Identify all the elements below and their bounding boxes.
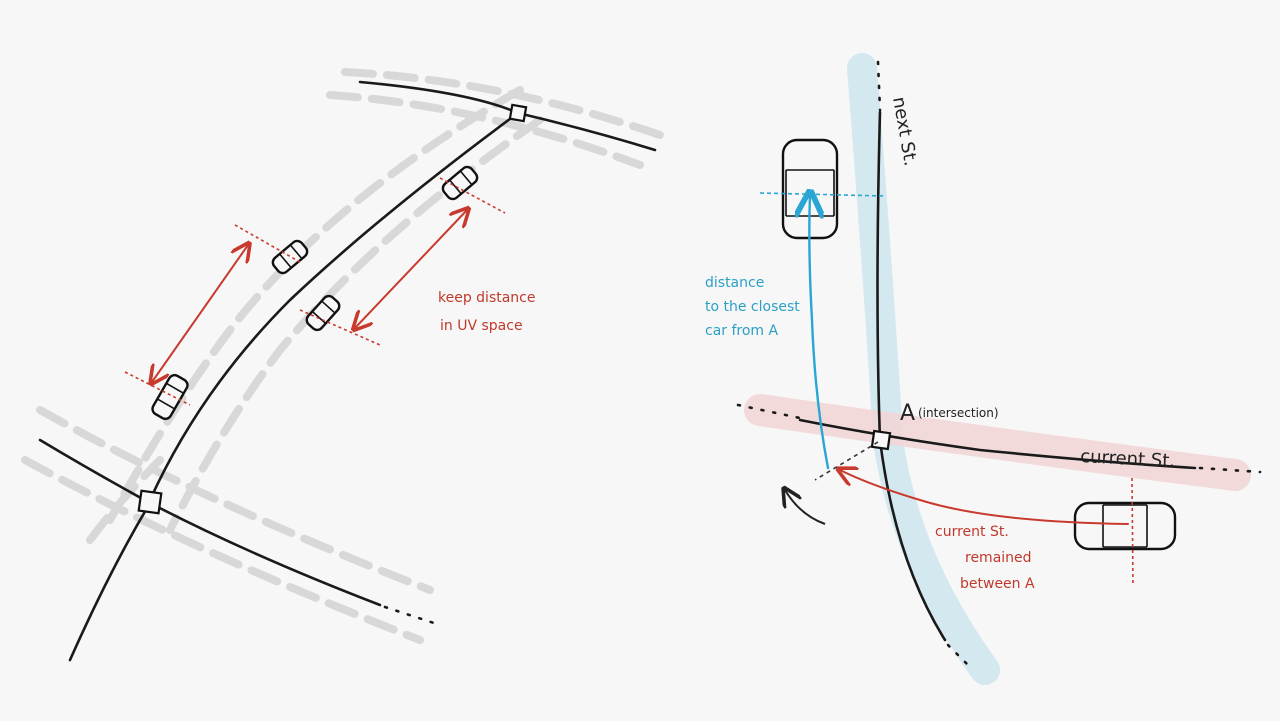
remaining-label-line3: between A xyxy=(960,576,1035,592)
intersection-node xyxy=(508,103,528,123)
road-lower-end xyxy=(383,605,442,627)
intersection-a-node xyxy=(870,429,892,451)
car-icon xyxy=(305,294,341,332)
road-next-street xyxy=(876,110,947,642)
intersection-note: (intersection) xyxy=(918,406,999,420)
road-dots-right xyxy=(1198,466,1262,474)
remaining-label-line2: remained xyxy=(965,550,1032,566)
distance-tick xyxy=(439,177,506,214)
car-icon xyxy=(441,165,479,201)
closest-car-distance-arrow xyxy=(809,195,830,470)
road-down xyxy=(68,501,152,662)
ghost-lane xyxy=(21,456,424,644)
car-icon xyxy=(271,239,309,275)
distance-arrow xyxy=(152,245,248,382)
car-icon xyxy=(1073,501,1177,551)
ghost-lane xyxy=(326,91,644,169)
road-current-street xyxy=(798,418,1197,470)
distance-tick xyxy=(234,224,301,263)
ghost-lane xyxy=(341,68,664,139)
distance-label-line3: car from A xyxy=(705,323,779,339)
left-diagram: keep distance in UV space xyxy=(21,68,664,662)
intersection-a-label: A xyxy=(900,401,915,426)
current-street-label: current St. xyxy=(1080,446,1176,472)
road-dots-top xyxy=(876,60,882,112)
distance-label-line2: to the closest xyxy=(705,299,800,315)
road-dots-bottom xyxy=(946,643,970,667)
turn-direction-arrow xyxy=(785,490,826,525)
distance-tick xyxy=(299,309,381,346)
distance-arrow xyxy=(355,210,467,328)
next-street-label: next St. xyxy=(888,95,921,167)
distance-label-line1: distance xyxy=(705,275,764,291)
ghost-lane xyxy=(36,406,434,594)
remaining-distance-arrow xyxy=(840,470,1129,525)
intersection-node xyxy=(137,489,163,515)
annotation-uv-space: in UV space xyxy=(440,318,523,334)
road-curve xyxy=(148,111,520,502)
annotation-keep-distance: keep distance xyxy=(438,290,536,306)
remaining-label-line1: current St. xyxy=(935,524,1009,540)
ghost-lane xyxy=(86,456,164,544)
right-diagram: next St. A (intersection) current St. di… xyxy=(705,53,1262,685)
road-lower xyxy=(38,438,382,607)
